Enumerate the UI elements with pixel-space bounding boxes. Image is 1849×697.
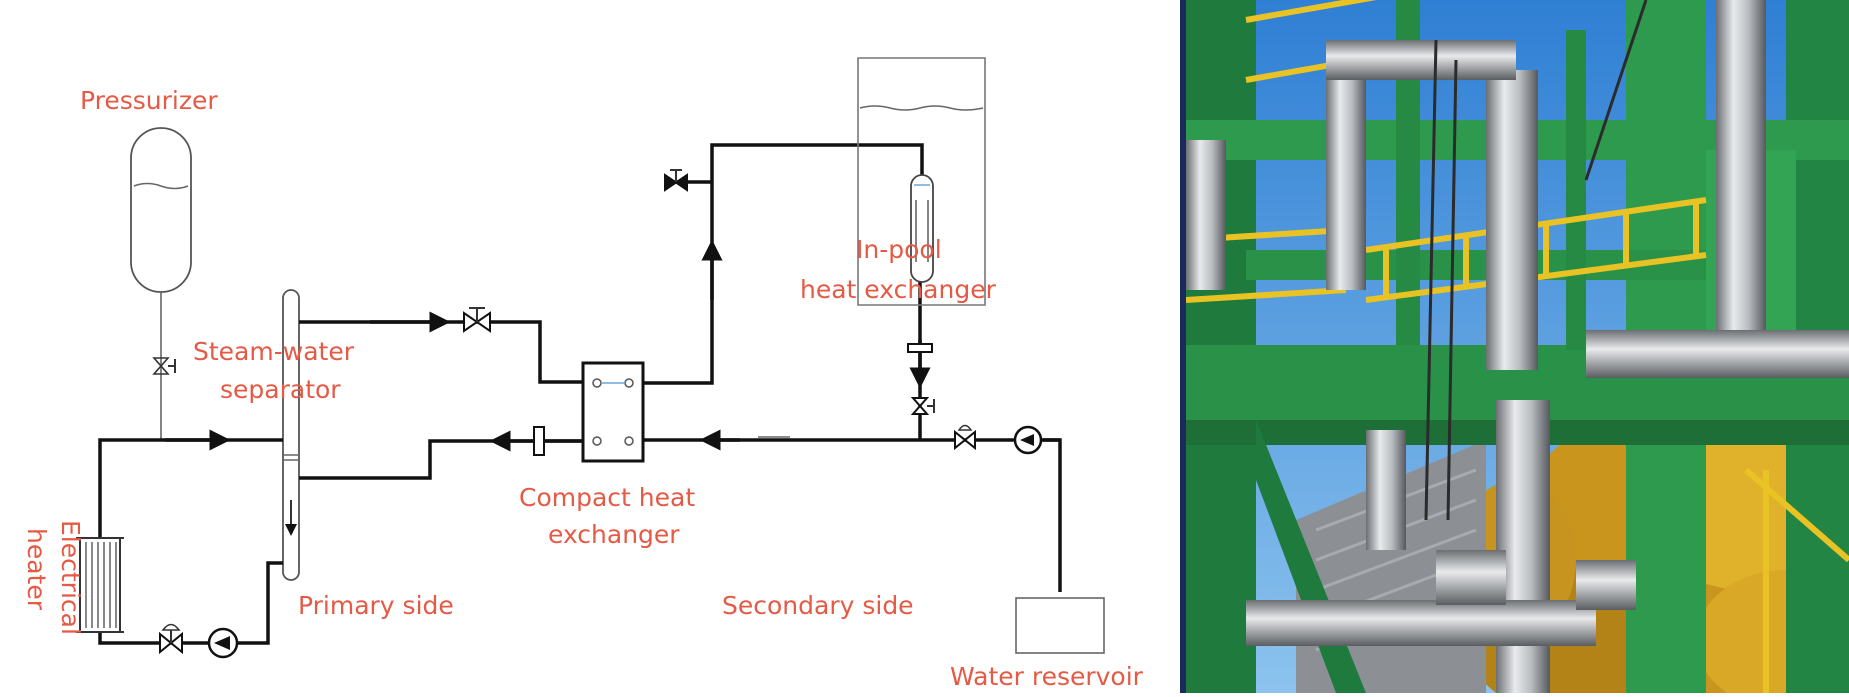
electrical-heater (76, 537, 124, 633)
pressurizer-vessel (130, 127, 192, 293)
flow-meter-icon (533, 426, 545, 456)
yellow-railings (1186, 0, 1849, 693)
steam-water-separator-column (282, 289, 300, 581)
label-in-pool-1: In-pool (856, 235, 942, 264)
secondary-pump-icon (1013, 425, 1043, 455)
label-pressurizer: Pressurizer (80, 86, 218, 115)
label-water-reservoir: Water reservoir (950, 662, 1144, 691)
reservoir-valve-icon (954, 424, 976, 451)
panel-divider (1180, 0, 1186, 693)
insulated-pipes (1186, 0, 1849, 693)
label-steam-water-2: separator (220, 375, 341, 404)
cable-lines (1424, 0, 1648, 521)
label-steam-water-1: Steam-water (193, 337, 355, 366)
vent-valve-icon (664, 169, 688, 192)
water-reservoir-tank (1015, 597, 1105, 654)
pool-tank (857, 57, 986, 306)
label-secondary-side: Secondary side (722, 591, 914, 620)
primary-loop-piping (98, 311, 583, 645)
flow-diagram: Pressurizer Steam-water separator In-poo… (22, 57, 1144, 691)
label-electrical-2: heater (22, 528, 51, 611)
pressurizer-valve-icon (152, 357, 176, 375)
facility-photo (1186, 0, 1849, 693)
secondary-flow-meter-icon (907, 343, 933, 353)
label-compact-2: exchanger (548, 520, 680, 549)
label-primary-side: Primary side (298, 591, 454, 620)
in-pool-heat-exchanger-tube (910, 174, 934, 283)
diagram-panel: Pressurizer Steam-water separator In-poo… (22, 57, 1144, 691)
secondary-valve-icon (910, 397, 935, 415)
facility-photo-illustration (1186, 0, 1849, 693)
label-electrical-1: Electrical (56, 520, 85, 635)
lower-valve-icon (159, 623, 183, 655)
compact-heat-exchanger-box (581, 361, 645, 463)
primary-pump-icon (207, 627, 239, 659)
label-compact-1: Compact heat (519, 483, 695, 512)
secondary-loop-piping (643, 143, 1062, 592)
label-in-pool-2: heat exchanger (800, 275, 997, 304)
primary-valve-icon (463, 307, 491, 333)
